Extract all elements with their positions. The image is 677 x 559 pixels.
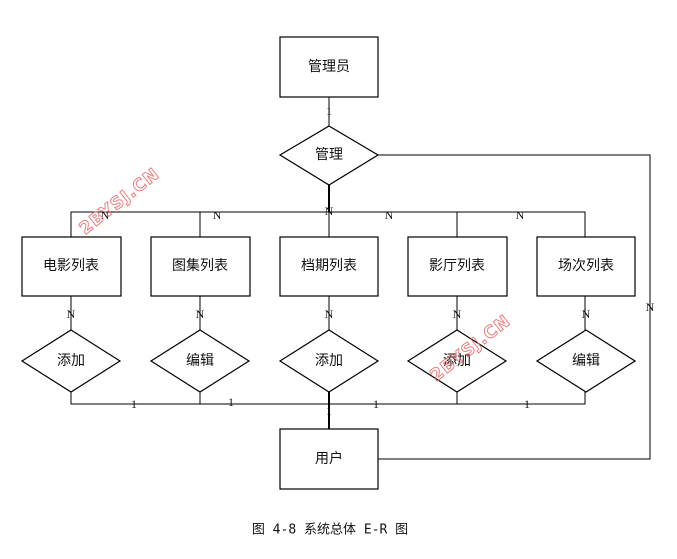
- relationship-edit-gallery-label: 编辑: [186, 353, 214, 369]
- cardinality-rel1-user: 1: [131, 397, 137, 411]
- entity-hall-list: 影厅列表: [407, 236, 508, 297]
- cardinality-hall-rel: N: [453, 307, 462, 321]
- relationship-manage: 管理: [278, 125, 380, 186]
- relationship-edit-session: 编辑: [535, 329, 637, 393]
- cardinality-schedule-rel: N: [325, 307, 334, 321]
- relationship-manage-label: 管理: [315, 147, 343, 163]
- cardinality-labels: 1 N N N N N N N N N N N 1 1 1 1 1: [67, 104, 655, 418]
- cardinality-rel4-user: 1: [373, 397, 379, 411]
- relationship-add-movie-label: 添加: [57, 353, 85, 369]
- cardinality-rel5-user: 1: [524, 397, 530, 411]
- manage-bus-line: [70, 211, 586, 237]
- relationship-edit-gallery: 编辑: [149, 329, 251, 393]
- cardinality-manage-schedule: N: [325, 204, 334, 218]
- figure-caption: 图 4-8 系统总体 E-R 图: [252, 523, 408, 538]
- cardinality-gallery-rel: N: [196, 307, 205, 321]
- entity-movie-list-label: 电影列表: [43, 258, 99, 274]
- cardinality-manage-movie: N: [101, 208, 110, 222]
- cardinality-manage-hall: N: [385, 208, 394, 222]
- entity-gallery-list: 图集列表: [150, 236, 251, 297]
- connector-lines: [70, 97, 651, 460]
- cardinality-rel2-user: 1: [228, 395, 234, 409]
- entity-admin: 管理员: [279, 36, 379, 98]
- entity-gallery-list-label: 图集列表: [172, 257, 228, 274]
- cardinality-manage-session: N: [516, 208, 525, 222]
- cardinality-manage-user: N: [646, 300, 655, 314]
- cardinality-movie-rel: N: [67, 307, 76, 321]
- relationship-add-schedule: 添加: [278, 329, 380, 393]
- entity-user: 用户: [279, 428, 379, 490]
- manage-user-line: [378, 154, 651, 460]
- entity-schedule-list: 档期列表: [279, 236, 379, 297]
- relationship-edit-session-label: 编辑: [572, 353, 600, 369]
- cardinality-manage-gallery: N: [213, 208, 222, 222]
- relationship-add-movie: 添加: [20, 329, 122, 393]
- cardinality-rel3-user: 1: [326, 404, 332, 418]
- watermark-left: 2BYSJ.CN: [76, 164, 164, 239]
- cardinality-session-rel: N: [582, 307, 591, 321]
- cardinality-admin-manage: 1: [326, 104, 332, 118]
- entity-user-label: 用户: [315, 450, 343, 467]
- entity-session-list-label: 场次列表: [558, 258, 614, 274]
- entity-hall-list-label: 影厅列表: [429, 258, 485, 274]
- relationship-add-hall: 添加: [406, 329, 508, 393]
- entity-session-list: 场次列表: [536, 236, 636, 297]
- entity-schedule-list-label: 档期列表: [301, 258, 357, 274]
- entity-movie-list: 电影列表: [21, 236, 122, 297]
- entity-admin-label: 管理员: [308, 59, 350, 75]
- relationship-add-schedule-label: 添加: [315, 353, 343, 369]
- relationship-add-hall-label: 添加: [443, 353, 471, 369]
